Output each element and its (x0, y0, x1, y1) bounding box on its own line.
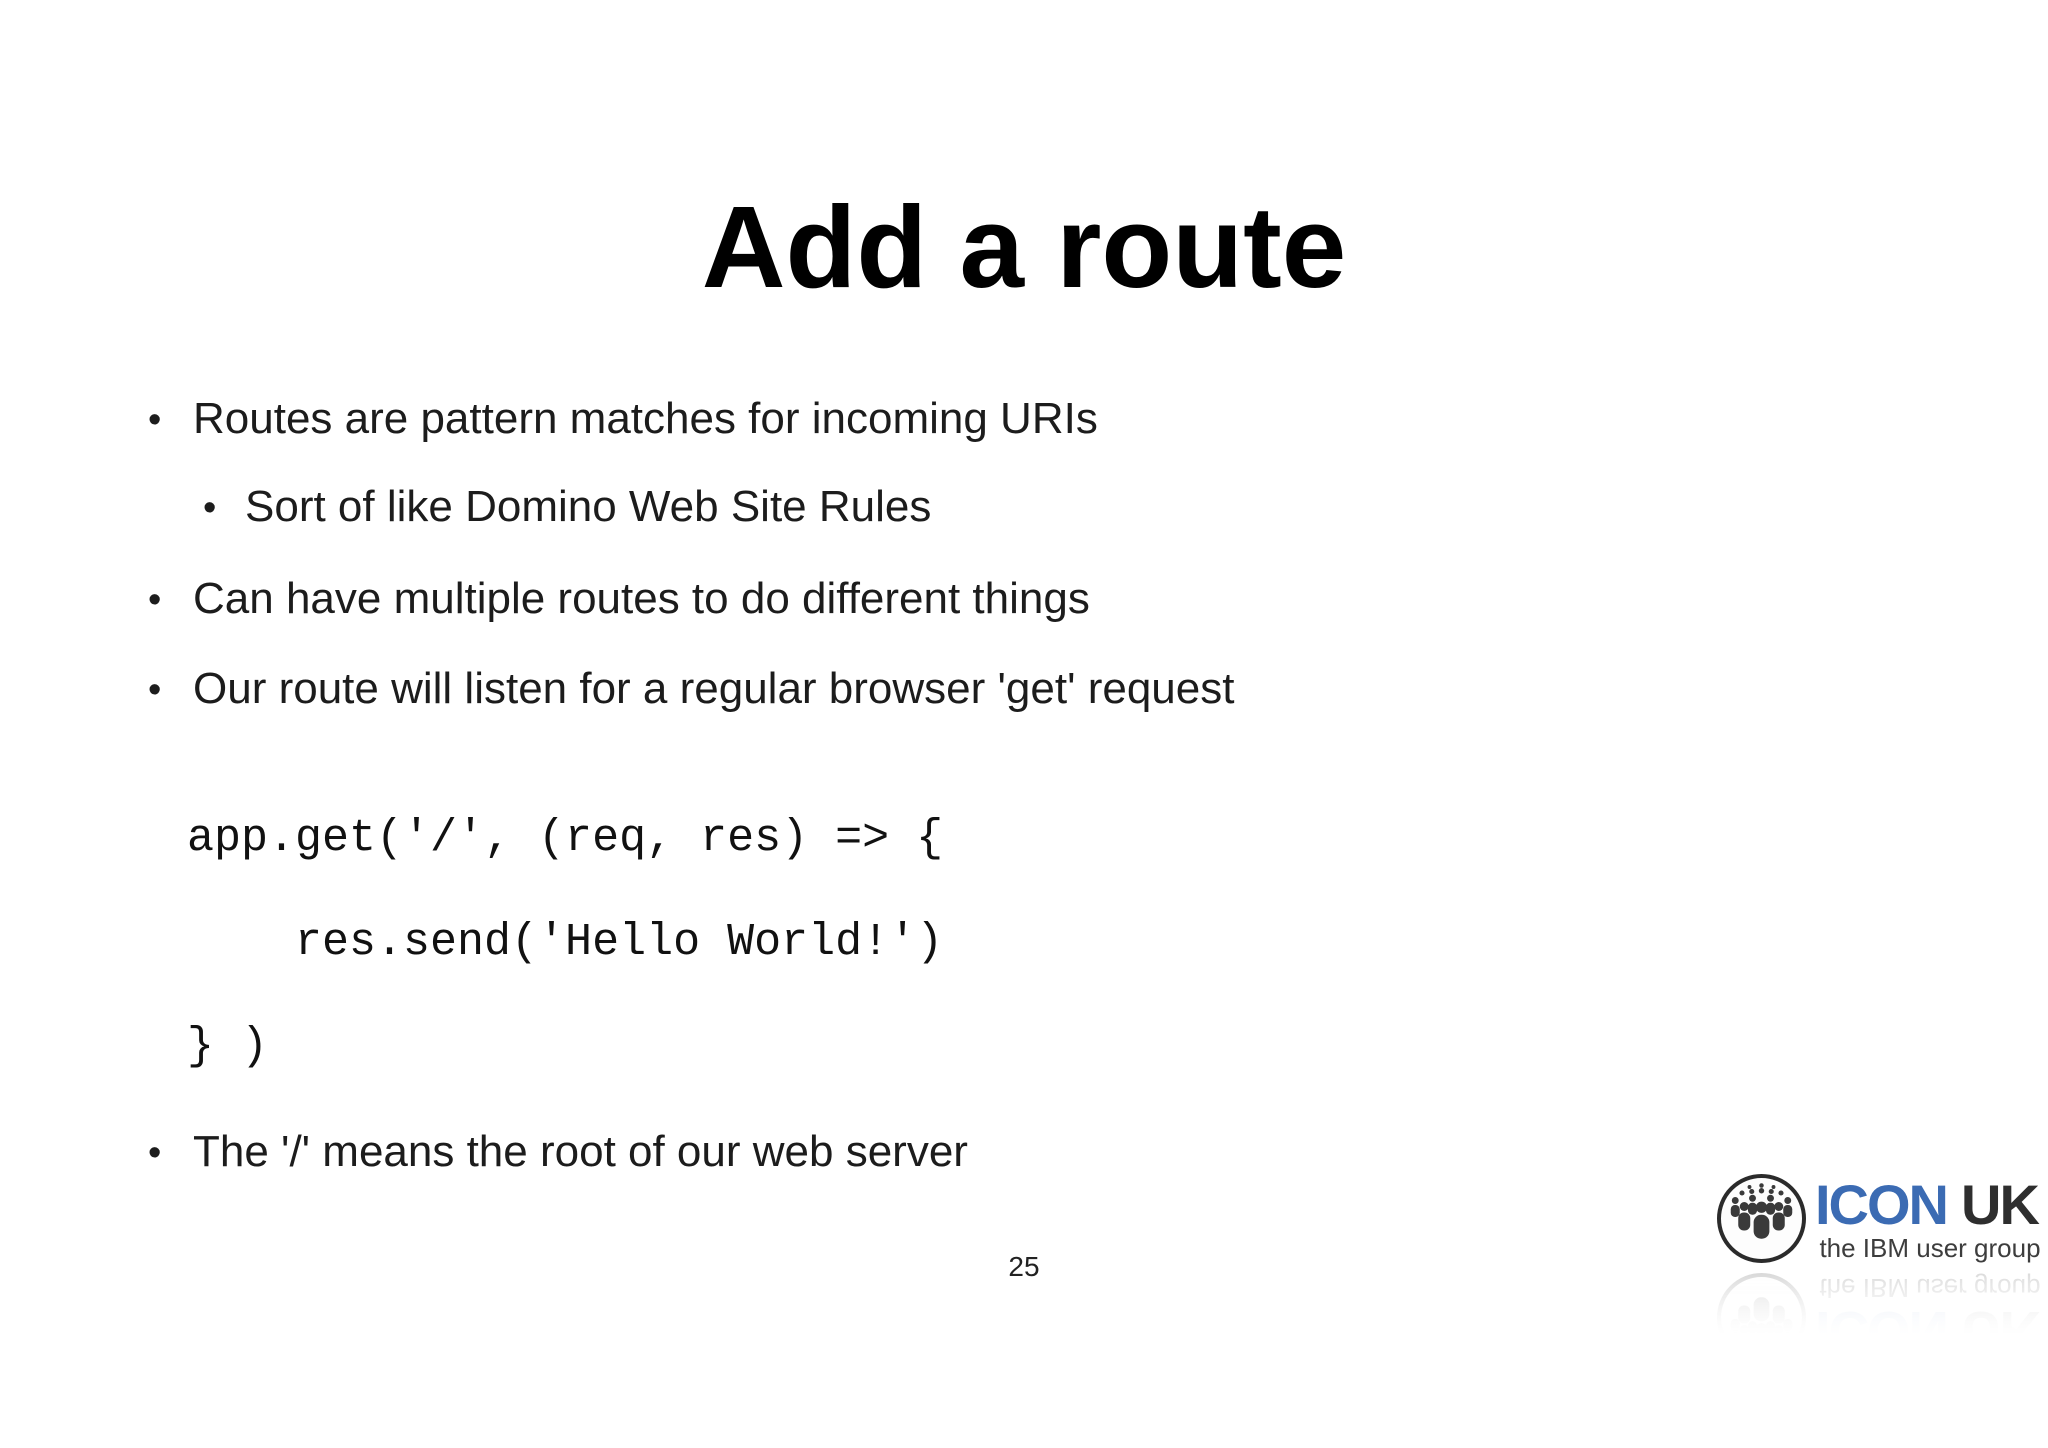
bullet-item: • Our route will listen for a regular bro… (148, 667, 1234, 711)
code-line: } ) (187, 1021, 269, 1072)
logo-text-icon: ICON (1815, 1300, 1947, 1363)
bullet-text: Our route will listen for a regular brow… (193, 664, 1235, 713)
bullet-text: Sort of like Domino Web Site Rules (245, 482, 932, 531)
slide-title: Add a route (701, 182, 1347, 312)
logo-tagline: the IBM user group (1819, 1273, 2041, 1303)
bullet-item: • The '/' means the root of our web serve… (148, 1130, 968, 1174)
bullet-text: Routes are pattern matches for incoming … (193, 394, 1098, 443)
people-crowd-graphic (1730, 1297, 1793, 1353)
bullet-item: • Routes are pattern matches for incoming… (148, 397, 1098, 441)
bullet-text: The '/' means the root of our web server (193, 1127, 968, 1176)
bullet-icon: • (148, 399, 162, 441)
logo-text-uk: UK (1961, 1173, 2040, 1236)
bullet-icon: • (148, 1132, 162, 1174)
people-crowd-icon-reflection (1717, 1273, 1806, 1362)
code-line: app.get('/', (req, res) => { (187, 813, 944, 864)
bullet-text: Can have multiple routes to do different… (193, 574, 1090, 623)
bullet-icon: • (148, 579, 162, 621)
logo-text-uk: UK (1961, 1300, 2038, 1363)
bullet-icon: • (203, 487, 217, 529)
sub-bullet-item: • Sort of like Domino Web Site Rules (203, 485, 931, 529)
logo-tagline: the IBM user group (1819, 1233, 2041, 1263)
bullet-icon: • (148, 669, 162, 711)
bullet-item: • Can have multiple routes to do differen… (148, 577, 1090, 621)
logo-text-icon: ICON (1815, 1173, 1949, 1236)
people-crowd-icon (1717, 1174, 1806, 1263)
code-line: res.send('Hello World!') (187, 917, 944, 968)
code-block: app.get('/', (req, res) => { res.send('H… (187, 787, 943, 1099)
page-number: 25 (1008, 1251, 1040, 1282)
people-crowd-graphic (1730, 1183, 1793, 1239)
